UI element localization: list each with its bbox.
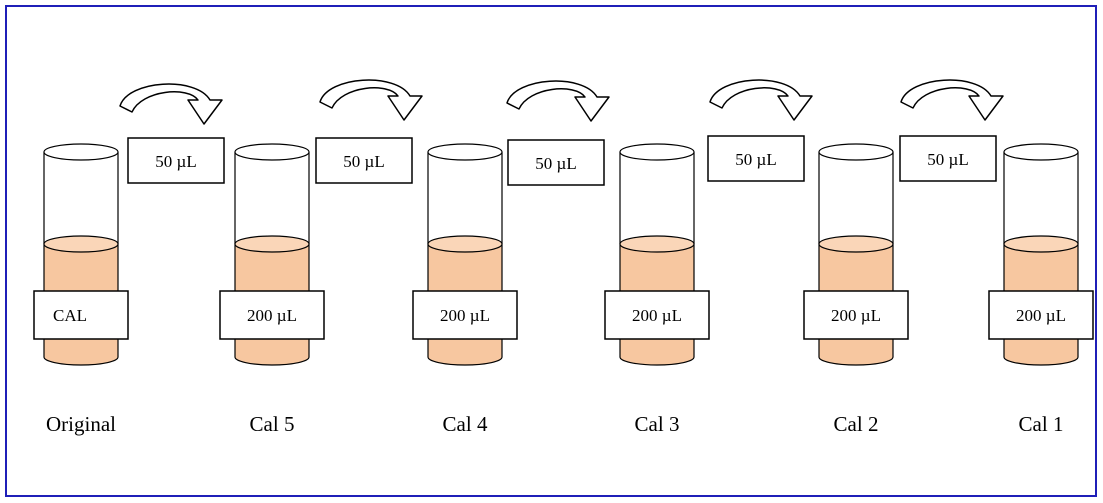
transfer-label: 50 µL bbox=[343, 152, 384, 171]
tube-caption: Cal 2 bbox=[834, 412, 879, 436]
transfer-step-4 bbox=[709, 79, 813, 121]
tube-caption: Cal 1 bbox=[1019, 412, 1064, 436]
transfer-label: 50 µL bbox=[927, 150, 968, 169]
tube-liquid-surface bbox=[619, 235, 695, 253]
transfer-label-box: 50 µL bbox=[707, 135, 805, 182]
curved-arrow-icon bbox=[900, 79, 1004, 121]
transfer-label: 50 µL bbox=[155, 152, 196, 171]
tube-band bbox=[988, 290, 1094, 340]
curved-arrow-icon bbox=[506, 80, 610, 122]
tube-band bbox=[412, 290, 518, 340]
tube-original: CAL Original bbox=[33, 143, 129, 436]
tube-cal-4: 200 µL Cal 4 bbox=[412, 143, 518, 436]
transfer-label-box: 50 µL bbox=[127, 137, 225, 184]
tube-band-label: CAL bbox=[53, 306, 87, 325]
tube-rim bbox=[1003, 143, 1079, 161]
tube-liquid-surface bbox=[234, 235, 310, 253]
transfer-step-3 bbox=[506, 80, 610, 122]
tube-band-label: 200 µL bbox=[632, 306, 682, 325]
tube-wall bbox=[43, 152, 119, 244]
curved-arrow-icon bbox=[319, 79, 423, 121]
tube-band bbox=[803, 290, 909, 340]
tube-liquid-surface bbox=[818, 235, 894, 253]
transfer-step-5 bbox=[900, 79, 1004, 121]
tube-wall bbox=[427, 152, 503, 244]
tube-rim bbox=[234, 143, 310, 161]
tube-band-label: 200 µL bbox=[440, 306, 490, 325]
tube-liquid-surface bbox=[427, 235, 503, 253]
tube-band-label: 200 µL bbox=[1016, 306, 1066, 325]
tube-band-label: 200 µL bbox=[247, 306, 297, 325]
transfer-label-box: 50 µL bbox=[507, 139, 605, 186]
transfer-label-box: 50 µL bbox=[899, 135, 997, 182]
tube-liquid-surface bbox=[1003, 235, 1079, 253]
tube-band bbox=[33, 290, 129, 340]
tube-caption: Cal 4 bbox=[443, 412, 488, 436]
diagram-frame bbox=[5, 5, 1097, 497]
transfer-label-box: 50 µL bbox=[315, 137, 413, 184]
tube-rim bbox=[818, 143, 894, 161]
tube-caption: Cal 3 bbox=[635, 412, 680, 436]
tube-cal-2: 200 µL Cal 2 bbox=[803, 143, 909, 436]
tube-band bbox=[219, 290, 325, 340]
tube-caption: Original bbox=[46, 412, 116, 436]
curved-arrow-icon bbox=[119, 83, 223, 125]
curved-arrow-icon bbox=[709, 79, 813, 121]
transfer-step-2 bbox=[319, 79, 423, 121]
tube-cal-1: 200 µL Cal 1 bbox=[988, 143, 1094, 436]
tube-wall bbox=[234, 152, 310, 244]
transfer-label: 50 µL bbox=[535, 154, 576, 173]
tube-cal-5: 200 µL Cal 5 bbox=[219, 143, 325, 436]
tube-wall bbox=[619, 152, 695, 244]
transfer-label: 50 µL bbox=[735, 150, 776, 169]
tube-wall bbox=[1003, 152, 1079, 244]
tube-band bbox=[604, 290, 710, 340]
tube-cal-3: 200 µL Cal 3 bbox=[604, 143, 710, 436]
tube-caption: Cal 5 bbox=[250, 412, 295, 436]
transfer-step-1 bbox=[119, 83, 223, 125]
tube-rim bbox=[427, 143, 503, 161]
tube-rim bbox=[619, 143, 695, 161]
tube-rim bbox=[43, 143, 119, 161]
tube-wall bbox=[818, 152, 894, 244]
tube-band-label: 200 µL bbox=[831, 306, 881, 325]
tube-liquid-surface bbox=[43, 235, 119, 253]
